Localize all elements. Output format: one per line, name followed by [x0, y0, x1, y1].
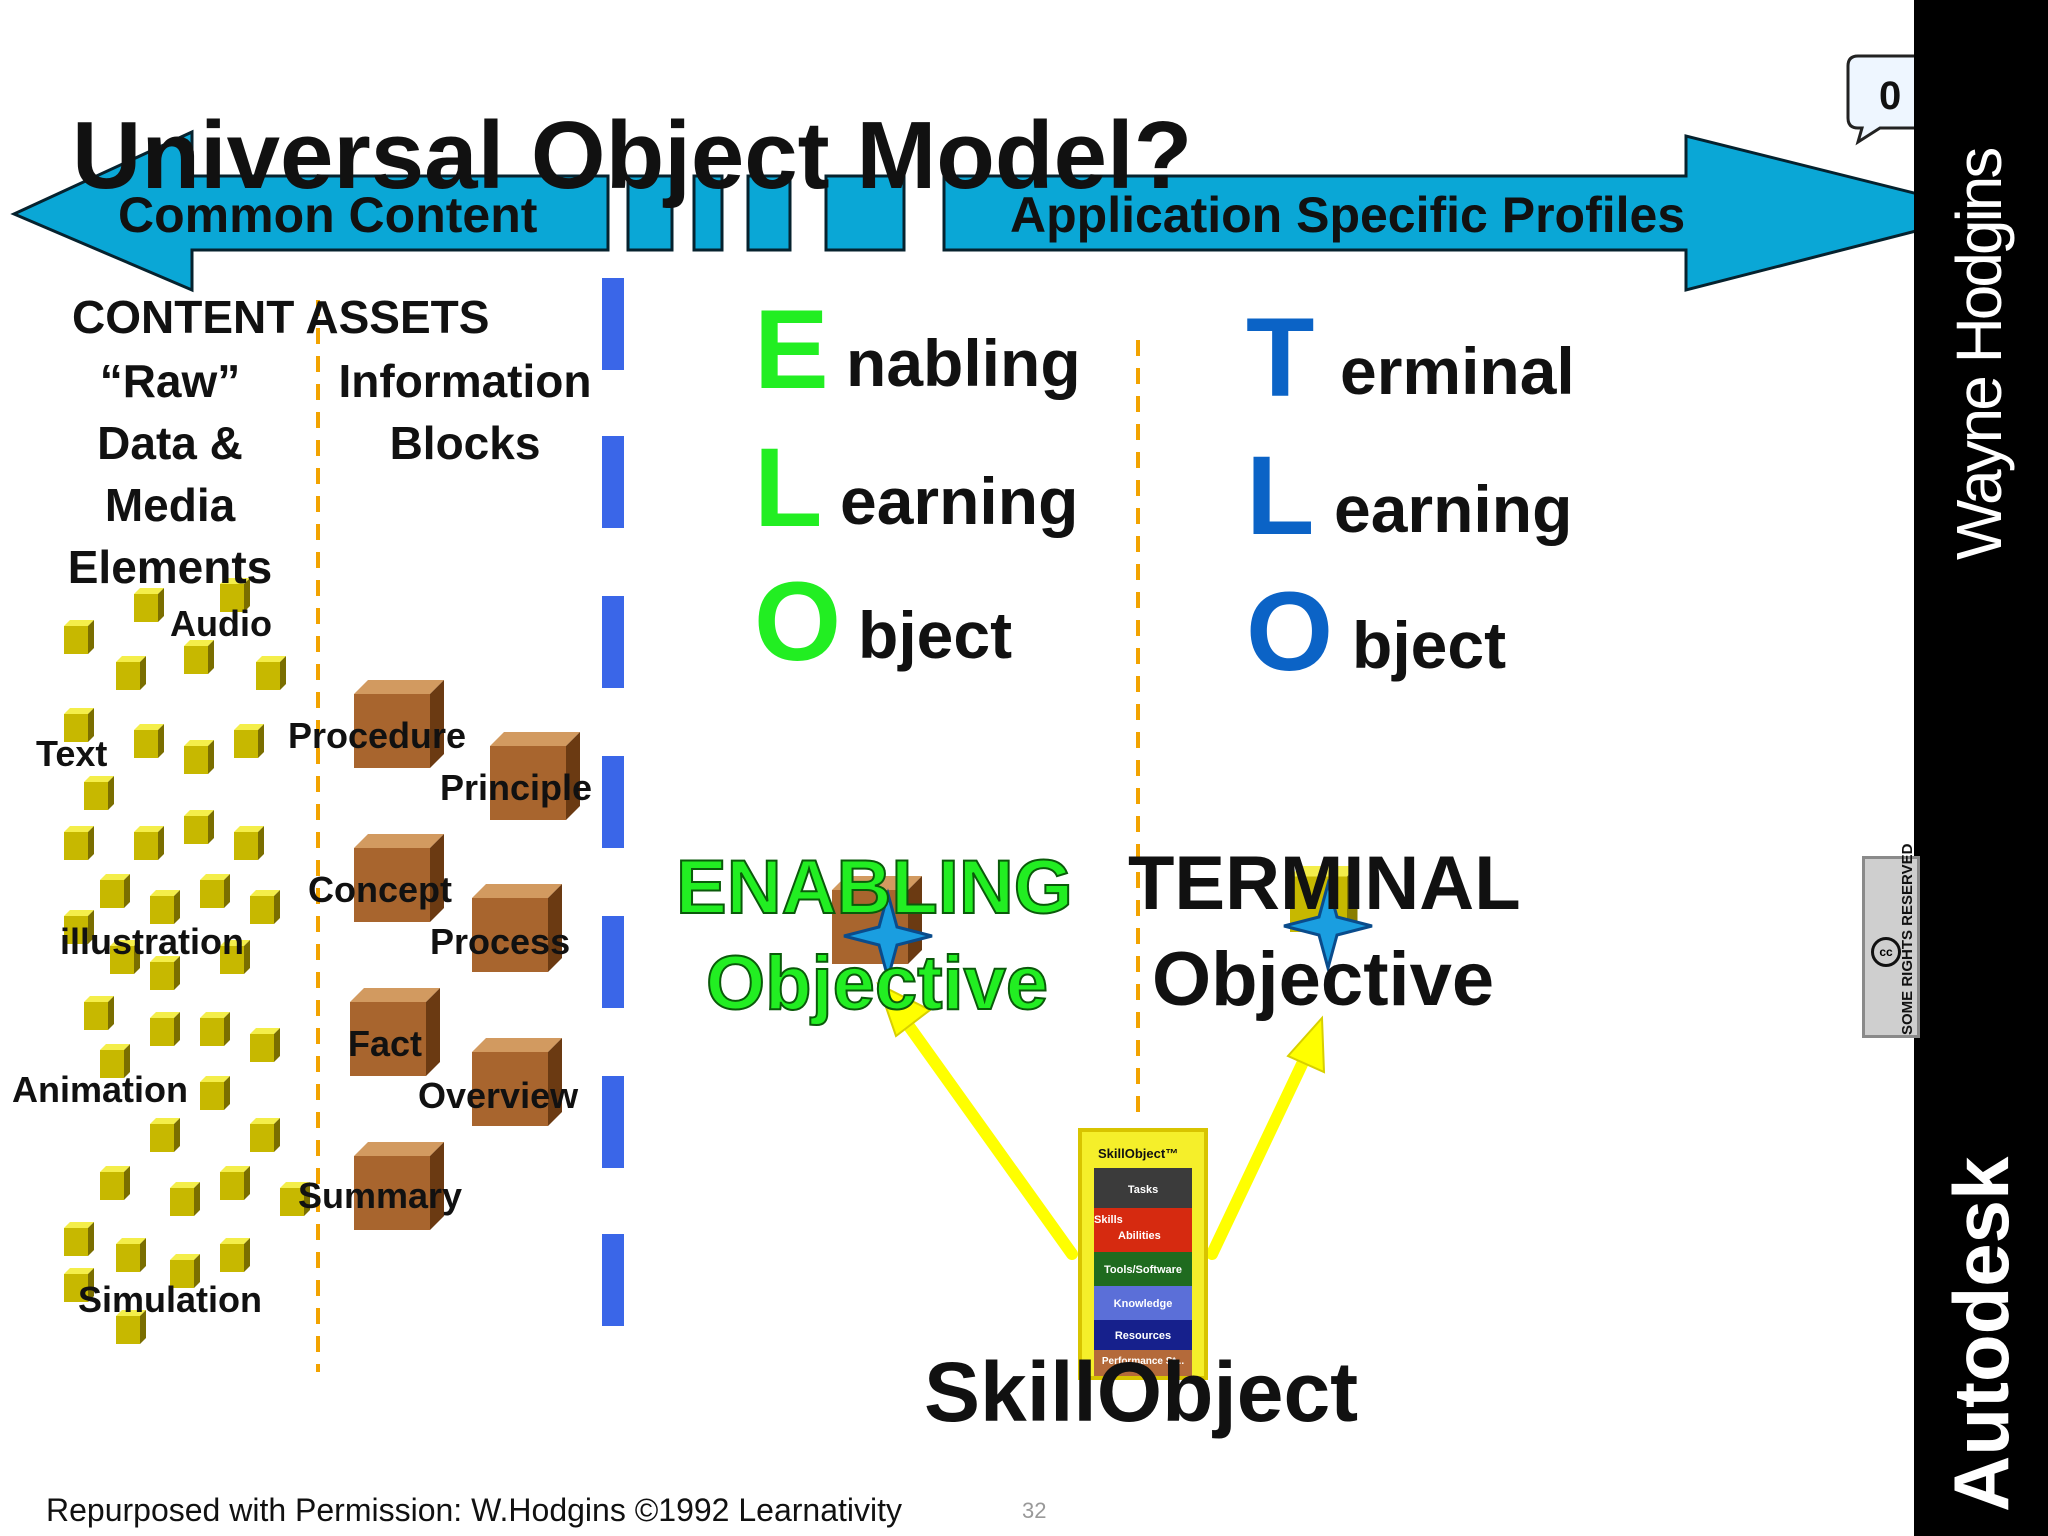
sidebar: Wayne Hodgins Autodesk	[1914, 0, 2048, 1536]
media-cube	[200, 1076, 230, 1110]
skillobject-caption: SkillObject	[924, 1345, 1359, 1439]
elo-rest-learning: earning	[840, 464, 1079, 538]
label-procedure: Procedure	[288, 715, 467, 756]
tower-layer-resources: Resources	[1114, 1330, 1172, 1342]
raw-line-4: Elements	[67, 541, 273, 593]
license-text: SOME RIGHTS RESERVED	[1899, 843, 1916, 1035]
terminal-objective: Objective	[1152, 937, 1495, 1022]
enabling-heading: ENABLING	[675, 845, 1074, 930]
tlo-rest-object: bject	[1352, 608, 1507, 682]
media-cube	[134, 724, 164, 758]
slide-number: 32	[1022, 1498, 1047, 1523]
media-cube	[170, 1182, 200, 1216]
content-assets-heading: CONTENT ASSETS	[72, 291, 490, 343]
info-line-2: Blocks	[389, 417, 541, 469]
label-principle: Principle	[440, 767, 593, 808]
sidebar-brand: Autodesk	[1937, 1156, 2025, 1512]
blue-dashed-divider	[602, 278, 624, 1326]
license-badge: cc SOME RIGHTS RESERVED	[1862, 844, 1920, 1038]
comment-count: 0	[1879, 74, 1902, 118]
arrow-label-application-profiles: Application Specific Profiles	[1010, 187, 1686, 243]
media-cube	[220, 1238, 250, 1272]
media-cube	[134, 826, 164, 860]
raw-line-3: Media	[104, 479, 236, 531]
tower-layer-abilities: Abilities	[1118, 1230, 1161, 1242]
media-cube	[184, 640, 214, 674]
pointer-arrows	[876, 982, 1326, 1260]
media-cube	[100, 874, 130, 908]
media-cube	[64, 620, 94, 654]
media-cube	[234, 724, 264, 758]
raw-line-2: Data &	[97, 417, 243, 469]
media-cube	[200, 1012, 230, 1046]
media-cube	[64, 826, 94, 860]
media-cube	[250, 890, 280, 924]
label-overview: Overview	[418, 1075, 579, 1116]
elo-rest-enabling: nabling	[846, 326, 1081, 400]
media-cube	[250, 1118, 280, 1152]
media-cube	[100, 1166, 130, 1200]
media-cube	[150, 1012, 180, 1046]
media-cube	[150, 1118, 180, 1152]
label-text: Text	[36, 733, 108, 774]
tlo-rest-terminal: erminal	[1340, 334, 1575, 408]
sidebar-author: Wayne Hodgins	[1943, 149, 2015, 560]
elo-letter-o: O	[754, 559, 842, 684]
label-illustration: illustration	[60, 921, 245, 962]
enabling-objective: Objective	[705, 941, 1049, 1026]
media-cube	[134, 588, 164, 622]
tower-title: SkillObject™	[1098, 1146, 1179, 1161]
label-summary: Summary	[298, 1175, 463, 1216]
media-cube	[116, 1238, 146, 1272]
label-audio: Audio	[170, 603, 272, 644]
footer-credit: Repurposed with Permission: W.Hodgins ©1…	[46, 1492, 902, 1528]
media-cube	[250, 1028, 280, 1062]
label-process: Process	[430, 921, 571, 962]
slide-title: Universal Object Model?	[72, 102, 1193, 209]
skillobject-tower: SkillObject™ Tasks Skills Abilities Tool…	[1078, 1128, 1208, 1380]
info-line-1: Information	[338, 355, 592, 407]
terminal-heading: TERMINAL	[1128, 841, 1521, 926]
media-cube	[234, 826, 264, 860]
tower-layer-skills: Skills	[1094, 1214, 1123, 1226]
content-spectrum-arrow	[10, 129, 1991, 293]
tlo-letter-o: O	[1246, 569, 1334, 694]
tlo-rest-learning: earning	[1334, 472, 1573, 546]
cc-icon: cc	[1871, 937, 1901, 967]
media-cube	[200, 874, 230, 908]
label-simulation: Simulation	[78, 1279, 263, 1320]
media-cube	[84, 776, 114, 810]
tlo-letter-l: L	[1246, 433, 1315, 558]
media-cube	[184, 810, 214, 844]
media-cube	[184, 740, 214, 774]
raw-line-1: “Raw”	[99, 355, 241, 407]
tower-layer-knowledge: Knowledge	[1113, 1298, 1173, 1310]
label-fact: Fact	[348, 1023, 423, 1064]
media-cube	[256, 656, 286, 690]
media-cube	[220, 1166, 250, 1200]
label-concept: Concept	[308, 869, 452, 910]
media-cube	[84, 996, 114, 1030]
tower-layer-tasks: Tasks	[1127, 1184, 1159, 1196]
media-cube	[64, 1222, 94, 1256]
tower-layer-tools: Tools/Software	[1103, 1264, 1183, 1276]
media-cube	[116, 656, 146, 690]
elo-letter-l: L	[754, 425, 823, 550]
elo-rest-object: bject	[858, 598, 1013, 672]
tlo-letter-t: T	[1246, 295, 1315, 420]
arrow-label-common-content: Common Content	[118, 187, 538, 243]
elo-letter-e: E	[754, 287, 829, 412]
terminal-objective-cube	[1282, 866, 1374, 970]
label-animation: Animation	[12, 1069, 188, 1110]
media-cube	[150, 890, 180, 924]
tower-layer-performance: Performance St...	[1101, 1356, 1185, 1367]
